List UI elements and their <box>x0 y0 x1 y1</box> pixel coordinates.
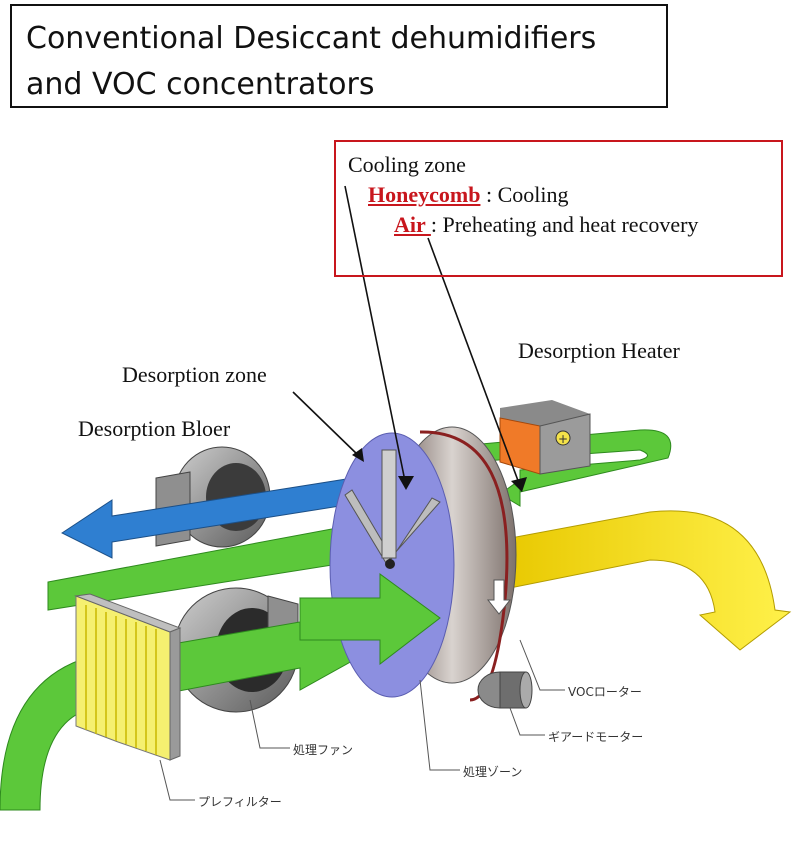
zone-partition-plate-top <box>381 449 397 559</box>
legend-honeycomb-row: Honeycomb : Cooling <box>368 182 568 208</box>
label-process-fan: 処理ファン <box>293 743 354 757</box>
label-process-zone: 処理ゾーン <box>463 765 523 779</box>
svg-text:+: + <box>558 432 568 446</box>
legend-air-term: Air <box>394 212 431 237</box>
rotor-hub <box>385 559 395 569</box>
clean-air-outlet-arrow <box>499 510 792 651</box>
voc-rotor-leader <box>519 639 565 691</box>
cooling-zone-legend <box>334 140 783 277</box>
legend-air-row: Air : Preheating and heat recovery <box>394 212 698 238</box>
process-fan-leader <box>249 699 290 749</box>
label-voc-rotor: VOCローター <box>568 685 642 699</box>
pre-filter <box>74 593 182 761</box>
label-desorption-zone: Desorption zone <box>122 362 267 387</box>
legend-heading: Cooling zone <box>348 152 466 177</box>
label-pre-filter: プレフィルター <box>198 795 282 809</box>
process-zone-leader <box>419 679 460 771</box>
desorption-heater: + <box>499 400 591 475</box>
cooling-zone-leader-honeycomb <box>344 185 407 487</box>
label-desorption-heater: Desorption Heater <box>518 338 680 363</box>
legend-honeycomb-term: Honeycomb <box>368 182 481 207</box>
geared-motor-leader <box>509 707 545 736</box>
geared-motor <box>477 671 533 709</box>
pre-filter-leader <box>159 759 195 801</box>
process-air-through-rotor <box>299 573 441 666</box>
title-box: Conventional Desiccant dehumidifiers and… <box>10 4 668 108</box>
label-desorption-blower: Desorption Bloer <box>78 416 231 441</box>
rotation-arrow <box>486 579 512 615</box>
desorption-zone-leader <box>292 391 361 458</box>
legend-air-desc: : Preheating and heat recovery <box>430 212 699 237</box>
legend-honeycomb-desc: : Cooling <box>480 182 569 207</box>
cooling-zone-leader-air <box>427 237 521 487</box>
label-geared-motor: ギアードモーター <box>548 730 644 744</box>
title-line-2: and VOC concentrators <box>26 67 375 102</box>
title-line-1: Conventional Desiccant dehumidifiers <box>26 21 597 56</box>
